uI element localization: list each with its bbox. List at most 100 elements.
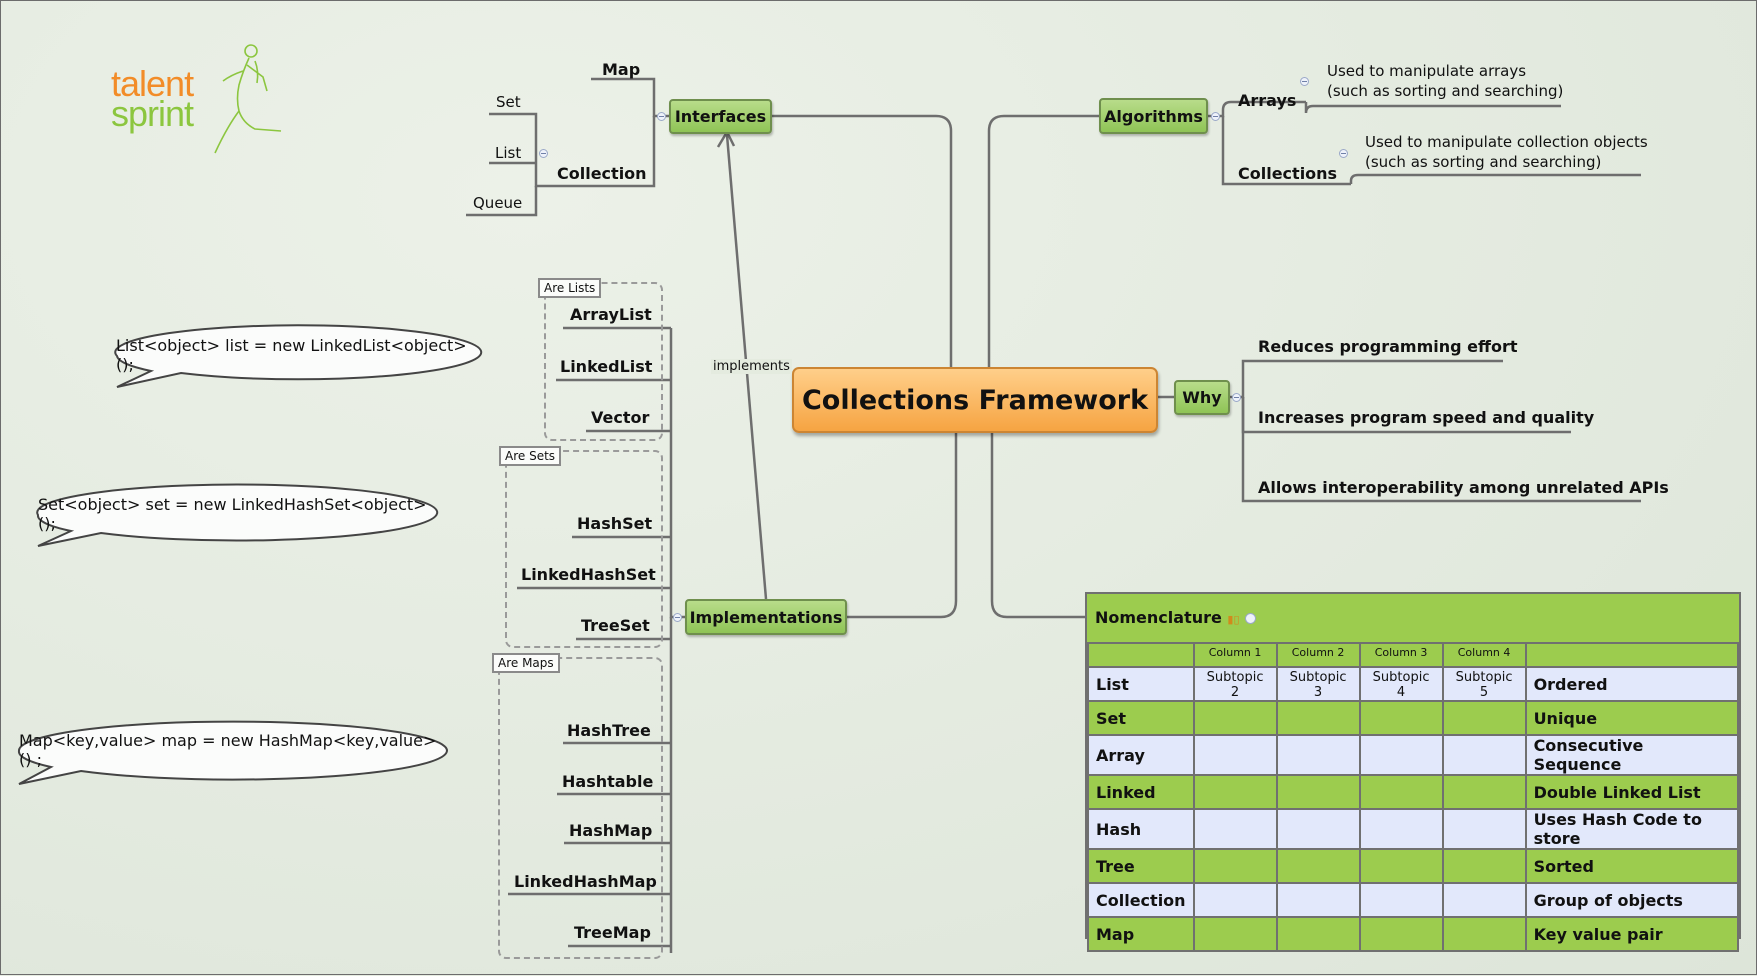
- nomenclature-collapse-icon[interactable]: [1245, 613, 1257, 624]
- table-row[interactable]: List Subtopic 2 Subtopic 3 Subtopic 4 Su…: [1087, 666, 1740, 702]
- algorithms-node[interactable]: Algorithms: [1099, 98, 1208, 134]
- meaning-cell[interactable]: Uses Hash Code to store: [1524, 808, 1740, 850]
- hashmap-label[interactable]: HashMap: [569, 821, 653, 840]
- meaning-cell[interactable]: Sorted: [1524, 848, 1740, 884]
- table-row[interactable]: Array Consecutive Sequence: [1087, 734, 1740, 776]
- arrays-label[interactable]: Arrays: [1238, 91, 1297, 110]
- linkedhashset-label[interactable]: LinkedHashSet: [521, 565, 656, 584]
- reason-3-label[interactable]: Allows interoperability among unrelated …: [1258, 478, 1669, 497]
- subtopic-cell[interactable]: [1192, 848, 1278, 884]
- term-cell[interactable]: Collection: [1087, 882, 1195, 918]
- subtopic-cell[interactable]: [1441, 882, 1527, 918]
- are-sets-label: Are Sets: [499, 446, 562, 466]
- table-row[interactable]: Hash Uses Hash Code to store: [1087, 808, 1740, 850]
- subtopic-cell[interactable]: [1275, 916, 1361, 952]
- subtopic-cell[interactable]: Subtopic 2: [1192, 666, 1278, 702]
- table-row[interactable]: Tree Sorted: [1087, 848, 1740, 884]
- term-cell[interactable]: Linked: [1087, 774, 1195, 810]
- subtopic-cell[interactable]: [1192, 916, 1278, 952]
- table-row[interactable]: Set Unique: [1087, 700, 1740, 736]
- link-reason-3: [1241, 397, 1641, 503]
- subtopic-cell[interactable]: [1192, 882, 1278, 918]
- subtopic-cell[interactable]: [1275, 734, 1361, 776]
- meaning-cell[interactable]: Ordered: [1524, 666, 1740, 702]
- logo-text-top: talent: [111, 63, 194, 104]
- algorithms-collapse-icon[interactable]: [1211, 112, 1220, 121]
- subtopic-cell[interactable]: [1358, 916, 1444, 952]
- subtopic-cell[interactable]: [1441, 916, 1527, 952]
- reason-1-label[interactable]: Reduces programming effort: [1258, 337, 1518, 356]
- why-collapse-icon[interactable]: [1232, 393, 1241, 402]
- subtopic-cell[interactable]: [1192, 774, 1278, 810]
- implementations-node[interactable]: Implementations: [685, 599, 847, 635]
- treeset-label[interactable]: TreeSet: [581, 616, 650, 635]
- table-row[interactable]: Linked Double Linked List: [1087, 774, 1740, 810]
- term-cell[interactable]: List: [1087, 666, 1195, 702]
- subtopic-cell[interactable]: [1275, 848, 1361, 884]
- subtopic-cell[interactable]: [1358, 774, 1444, 810]
- linkedhashmap-label[interactable]: LinkedHashMap: [514, 872, 657, 891]
- linkedlist-label[interactable]: LinkedList: [560, 357, 653, 376]
- list-interface-label[interactable]: List: [495, 144, 522, 162]
- meaning-cell[interactable]: Group of objects: [1524, 882, 1740, 918]
- nomenclature-table[interactable]: Nomenclature ▮▯ Column 1 Column 2 Column…: [1085, 592, 1741, 952]
- subtopic-cell[interactable]: [1358, 734, 1444, 776]
- collection-interface-label[interactable]: Collection: [557, 164, 647, 183]
- collection-collapse-icon[interactable]: [539, 149, 548, 158]
- central-topic[interactable]: Collections Framework: [792, 367, 1158, 433]
- treemap-label[interactable]: TreeMap: [574, 923, 651, 942]
- term-cell[interactable]: Set: [1087, 700, 1195, 736]
- collections-algo-label[interactable]: Collections: [1238, 164, 1338, 183]
- map-interface-label[interactable]: Map: [602, 60, 641, 79]
- subtopic-cell[interactable]: [1192, 808, 1278, 850]
- table-row[interactable]: Map Key value pair: [1087, 916, 1740, 952]
- subtopic-cell[interactable]: [1358, 848, 1444, 884]
- term-cell[interactable]: Map: [1087, 916, 1195, 952]
- subtopic-cell[interactable]: [1441, 774, 1527, 810]
- interfaces-collapse-icon[interactable]: [657, 112, 666, 121]
- link-reason-1: [1230, 359, 1503, 399]
- meaning-cell[interactable]: Double Linked List: [1524, 774, 1740, 810]
- subtopic-cell[interactable]: [1275, 808, 1361, 850]
- subtopic-cell[interactable]: Subtopic 5: [1441, 666, 1527, 702]
- link-collections: [1221, 116, 1351, 186]
- queue-interface-label[interactable]: Queue: [473, 194, 523, 212]
- subtopic-cell[interactable]: [1358, 808, 1444, 850]
- reason-2-label[interactable]: Increases program speed and quality: [1258, 408, 1595, 427]
- callout-bubble-1: [114, 324, 483, 388]
- subtopic-cell[interactable]: [1441, 848, 1527, 884]
- subtopic-cell[interactable]: [1358, 700, 1444, 736]
- subtopic-cell[interactable]: [1275, 882, 1361, 918]
- vector-label[interactable]: Vector: [591, 408, 650, 427]
- subtopic-cell[interactable]: [1441, 808, 1527, 850]
- subtopic-cell[interactable]: [1441, 700, 1527, 736]
- term-cell[interactable]: Array: [1087, 734, 1195, 776]
- set-interface-label[interactable]: Set: [496, 93, 521, 111]
- subtopic-cell[interactable]: Subtopic 3: [1275, 666, 1361, 702]
- arrays-collapse-icon[interactable]: [1300, 77, 1309, 86]
- column-header: Column 1: [1192, 642, 1278, 668]
- meaning-cell[interactable]: Key value pair: [1524, 916, 1740, 952]
- are-lists-label: Are Lists: [538, 278, 602, 298]
- implementations-collapse-icon[interactable]: [673, 613, 682, 622]
- meaning-cell[interactable]: Consecutive Sequence: [1524, 734, 1740, 776]
- hashset-label[interactable]: HashSet: [577, 514, 653, 533]
- subtopic-cell[interactable]: [1441, 734, 1527, 776]
- subtopic-cell[interactable]: [1192, 700, 1278, 736]
- arraylist-label[interactable]: ArrayList: [570, 305, 652, 324]
- term-cell[interactable]: Tree: [1087, 848, 1195, 884]
- table-row[interactable]: Collection Group of objects: [1087, 882, 1740, 918]
- subtopic-cell[interactable]: Subtopic 4: [1358, 666, 1444, 702]
- meaning-cell[interactable]: Unique: [1524, 700, 1740, 736]
- nomenclature-grid: Column 1 Column 2 Column 3 Column 4 List…: [1087, 642, 1740, 952]
- subtopic-cell[interactable]: [1275, 700, 1361, 736]
- subtopic-cell[interactable]: [1192, 734, 1278, 776]
- hashtree-label[interactable]: HashTree: [567, 721, 651, 740]
- subtopic-cell[interactable]: [1358, 882, 1444, 918]
- term-cell[interactable]: Hash: [1087, 808, 1195, 850]
- subtopic-cell[interactable]: [1275, 774, 1361, 810]
- collections-collapse-icon[interactable]: [1339, 149, 1348, 158]
- why-node[interactable]: Why: [1174, 380, 1230, 415]
- interfaces-node[interactable]: Interfaces: [669, 99, 772, 134]
- hashtable-label[interactable]: Hashtable: [562, 772, 654, 791]
